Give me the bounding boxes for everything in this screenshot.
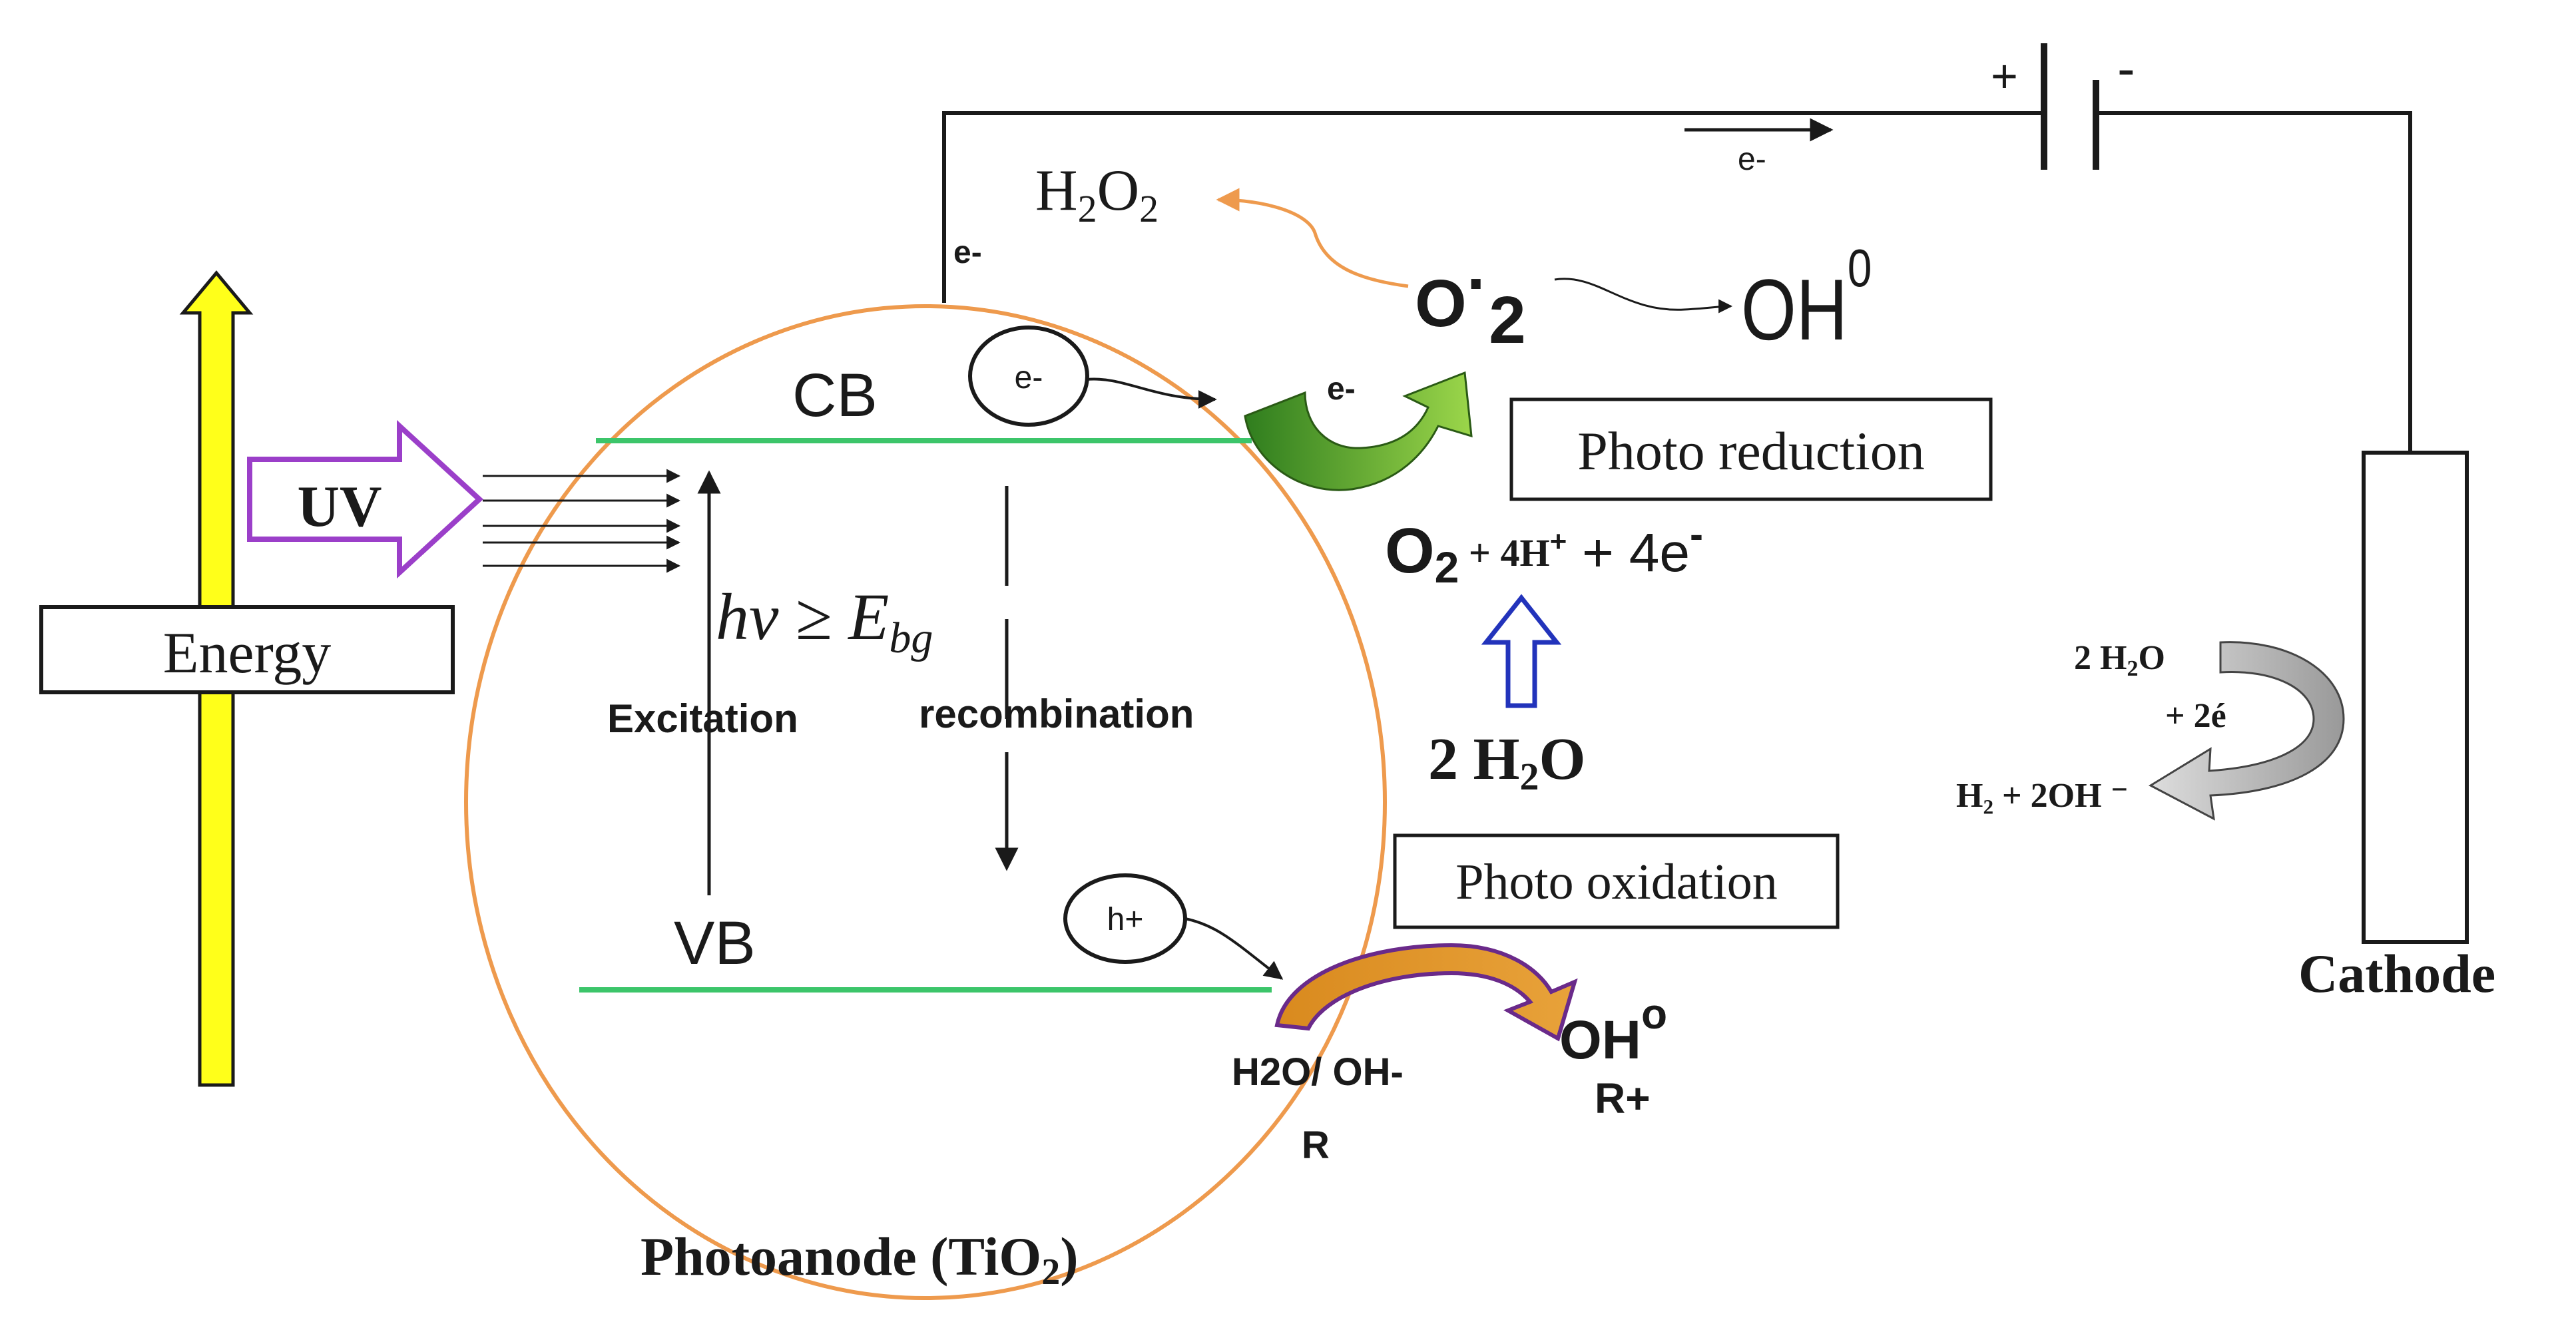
water-sub2: 2: [1520, 755, 1539, 798]
r-plus-label: R+: [1595, 1074, 1651, 1122]
hole-transfer-arrow: [1184, 917, 1284, 980]
h2o-oh-label: H2O/ OH-: [1232, 1050, 1404, 1094]
vb-label: VB: [674, 909, 756, 977]
battery-plus: +: [1991, 50, 2018, 102]
electron-transfer-arrow: [1086, 377, 1217, 409]
h2o2-label: H2O2: [1035, 158, 1159, 230]
cathode-water-label: 2 H2O: [2074, 639, 2165, 681]
oh-radical-top-deg: 0: [1848, 238, 1872, 298]
circuit-wire-right: [2096, 111, 2412, 453]
excitation-label: Excitation: [607, 696, 798, 741]
h2o2-o: O: [1097, 158, 1140, 223]
cb-label: CB: [792, 361, 878, 429]
oh-radical-bottom: OHo: [1559, 990, 1667, 1070]
r-label: R: [1302, 1124, 1330, 1167]
cathode-water-o: O: [2138, 639, 2165, 677]
oh-radical-top-oh: OH: [1741, 262, 1848, 358]
circuit-wire: [942, 111, 2044, 303]
oh-radical-bottom-deg: o: [1641, 990, 1667, 1038]
superoxide-to-oh-arrow: [1554, 278, 1733, 314]
water-o: O: [1539, 726, 1586, 792]
photoanode-circle: [464, 304, 1387, 1300]
uv-arrow: [247, 419, 483, 579]
photoanode-text: Photoanode (TiO: [641, 1226, 1041, 1287]
photo-oxidation-box: [1393, 833, 1840, 929]
photon-nu-ge: ν ≥: [749, 580, 848, 654]
photoanode-sub2: 2: [1041, 1251, 1060, 1293]
photon-energy-expression: hν ≥ Ebg: [716, 580, 933, 662]
energy-box: [39, 605, 455, 694]
wire-electron-top: e-: [1738, 142, 1766, 177]
oh-radical-top: OH0: [1741, 238, 1872, 359]
wire-electron-left: e-: [953, 235, 982, 270]
water-to-o2-arrow: [1481, 594, 1562, 708]
o2-eq-eminus: -: [1690, 512, 1703, 556]
energy-label: Energy: [163, 621, 332, 686]
superoxide-o: O: [1415, 266, 1467, 341]
cathode-water-2h: 2 H: [2074, 639, 2127, 677]
photo-reduction-box: [1509, 397, 1993, 501]
h2o2-h: H: [1035, 158, 1078, 223]
o2-eq-sub2: 2: [1435, 543, 1459, 592]
o2-eq-plus-4e: + 4e: [1567, 523, 1690, 583]
o2-reduction-equation: O2 + 4H+ + 4e-: [1385, 512, 1703, 592]
superoxide-sub2: 2: [1489, 283, 1526, 357]
photoanode-close: ): [1060, 1226, 1078, 1287]
cathode-2e-label: + 2é: [2165, 697, 2226, 735]
photo-oxidation-label: Photo oxidation: [1455, 854, 1777, 910]
o2-eq-hplus: +: [1550, 525, 1567, 558]
h2o2-sub2a: 2: [1078, 187, 1097, 230]
h2o2-sub2b: 2: [1139, 187, 1159, 230]
electron-cb-circle: [968, 326, 1089, 427]
superoxide-label: O·2: [1415, 246, 1526, 357]
cathode-electrode: [2362, 451, 2469, 944]
cathode-products-label: H₂ + 2OH ⁻: [1956, 777, 2129, 815]
photon-bg: bg: [889, 614, 933, 662]
photoanode-caption: Photoanode (TiO2): [641, 1226, 1079, 1293]
oxidation-curved-arrow: [1274, 943, 1578, 1042]
recombination-label: recombination: [919, 692, 1194, 736]
water-2h: 2 H: [1428, 726, 1520, 792]
hole-vb-label: h+: [1107, 902, 1144, 937]
h2o2-curve: [1216, 188, 1409, 288]
cathode-label: Cathode: [2298, 943, 2495, 1004]
uv-label: UV: [297, 475, 382, 539]
cathode-reaction-arrow: [2148, 641, 2345, 821]
photon-E: E: [847, 580, 889, 654]
electron-transfer-label: e-: [1327, 371, 1356, 407]
photo-reduction-label: Photo reduction: [1577, 421, 1925, 481]
reduction-curved-arrow: [1244, 371, 1473, 491]
photon-h: h: [716, 580, 749, 654]
superoxide-dot: ·: [1467, 246, 1489, 321]
o2-eq-o: O: [1385, 515, 1435, 586]
o2-eq-plus-4h: + 4H: [1459, 531, 1549, 574]
cathode-water-sub2: 2: [2127, 656, 2138, 681]
battery-minus: -: [2117, 39, 2135, 98]
oh-radical-bottom-oh: OH: [1559, 1010, 1641, 1070]
electron-cb-label: e-: [1015, 360, 1043, 395]
water-label: 2 H2O: [1428, 726, 1586, 798]
